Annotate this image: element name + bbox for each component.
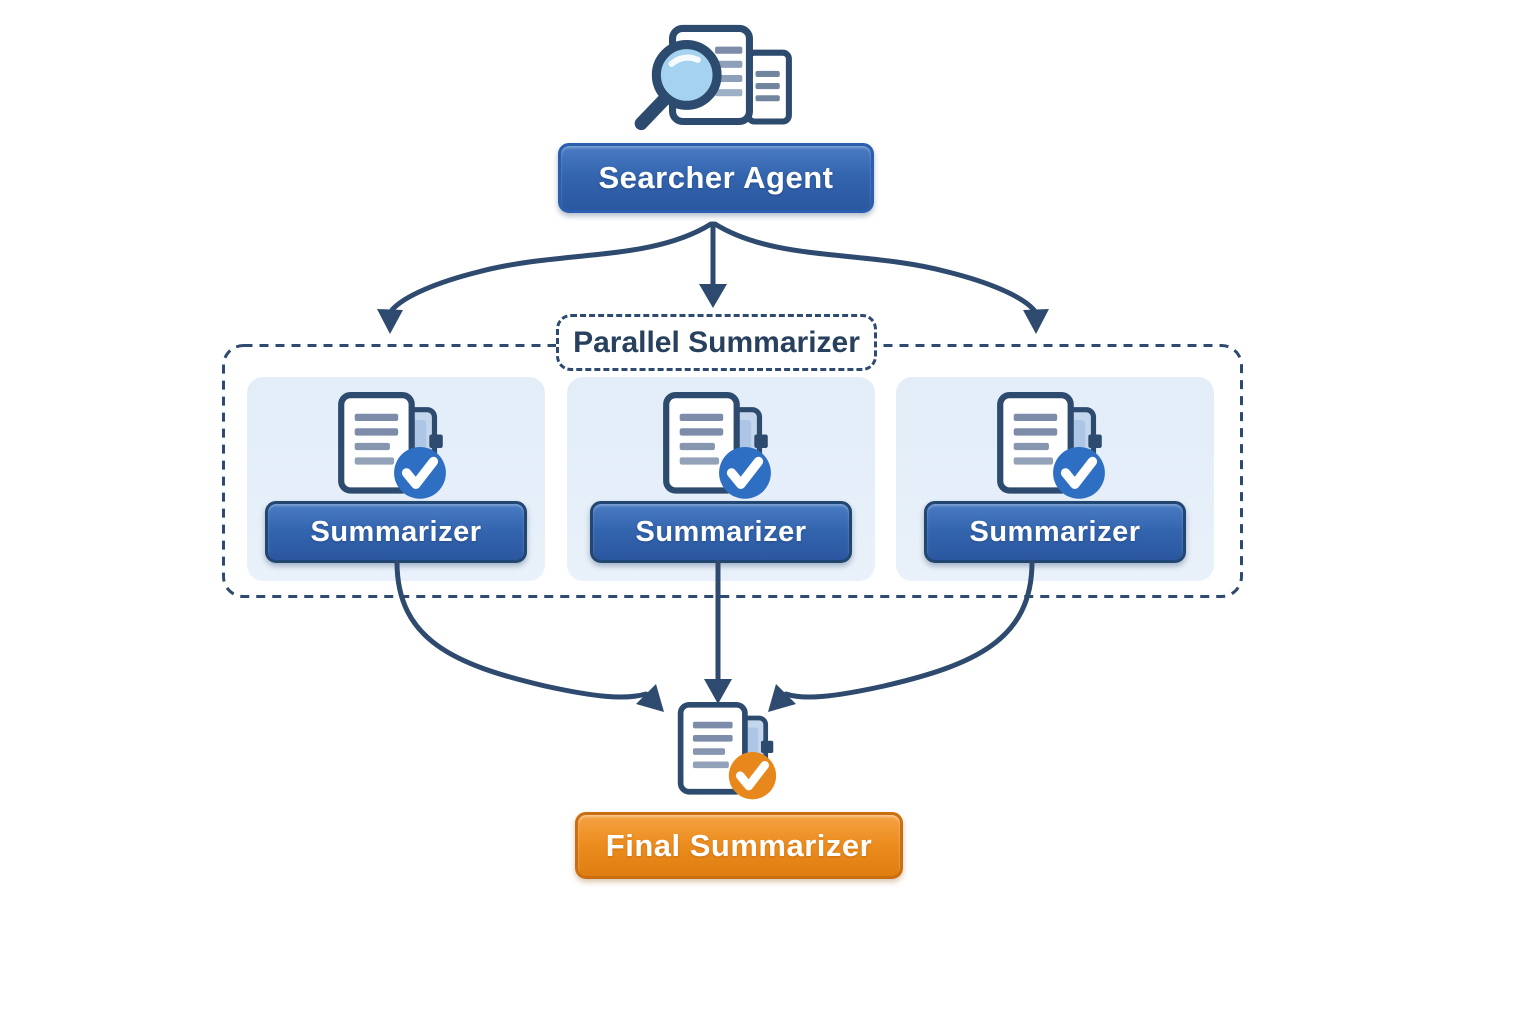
arrowhead <box>699 284 727 308</box>
arrowhead <box>1023 309 1049 334</box>
arrow-summarizer-3-to-final <box>783 559 1035 700</box>
document-check-icon <box>987 391 1113 505</box>
document-check-icon <box>653 391 779 505</box>
search-documents-icon <box>626 22 798 134</box>
summarizer-panel-3: Summarizer <box>896 377 1214 581</box>
arrow-root-to-summarizer-3 <box>712 221 1037 313</box>
arrowhead <box>636 684 664 712</box>
final-summarizer-node[interactable]: Final Summarizer <box>575 812 903 879</box>
parallel-group-label: Parallel Summarizer <box>556 314 877 371</box>
summarizer-node-2[interactable]: Summarizer <box>590 501 852 563</box>
summarizer-panel-1: Summarizer <box>247 377 545 581</box>
arrowhead <box>377 309 403 334</box>
arrow-root-to-summarizer-1 <box>389 221 714 313</box>
document-check-orange-icon <box>668 701 784 805</box>
searcher-agent-node[interactable]: Searcher Agent <box>558 143 874 213</box>
document-check-icon <box>328 391 454 505</box>
summarizer-node-3[interactable]: Summarizer <box>924 501 1186 563</box>
arrow-summarizer-1-to-final <box>394 559 649 700</box>
summarizer-node-1[interactable]: Summarizer <box>265 501 527 563</box>
summarizer-panel-2: Summarizer <box>567 377 875 581</box>
